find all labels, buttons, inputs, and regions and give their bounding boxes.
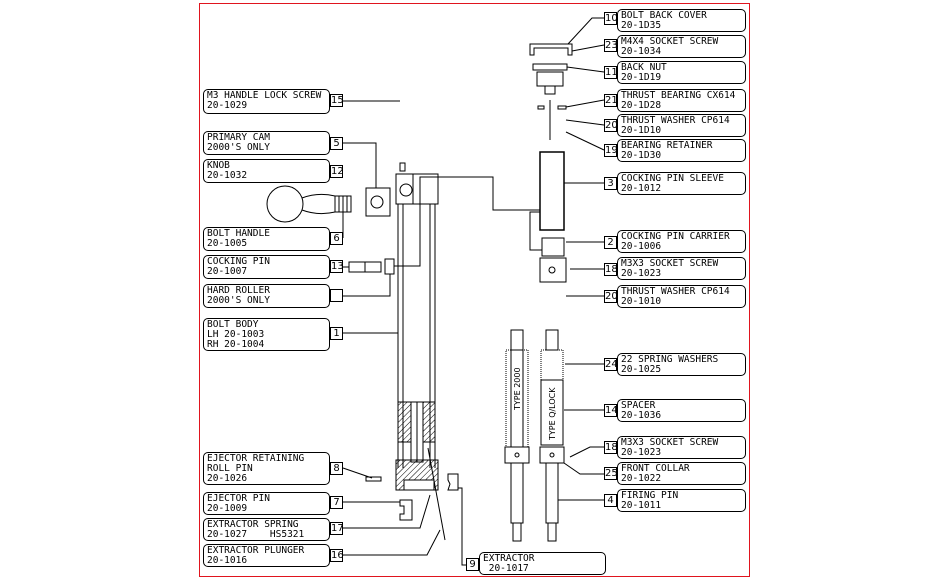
callout-24: 24 — [604, 358, 618, 371]
thrust-bearing-left — [537, 105, 545, 110]
callout-20b: 20 — [604, 290, 618, 303]
callout-11: 11 — [604, 66, 618, 79]
callout-18b: 18 — [604, 441, 618, 454]
callout-10: 10 — [604, 12, 618, 25]
bolt-handle — [266, 185, 352, 223]
thrust-bearing-right — [557, 105, 567, 110]
type-qlock-label: TYPE Q/LOCK — [548, 387, 557, 441]
callout-9: 9 — [466, 558, 479, 571]
drawing-frame — [199, 3, 750, 577]
callout-18: 18 — [604, 263, 618, 276]
type-2000-label: TYPE 2000 — [513, 367, 522, 411]
callout-12: 12 — [330, 165, 344, 178]
callout-14: 14 — [604, 404, 618, 417]
callout-1: 1 — [330, 327, 343, 340]
extractor — [447, 473, 459, 491]
callout-21: 21 — [604, 94, 618, 107]
callout-7: 7 — [330, 496, 343, 509]
callout-5: 5 — [330, 137, 343, 150]
callout-4: 4 — [604, 494, 617, 507]
callout-25: 25 — [604, 467, 618, 480]
callout-6: 6 — [330, 232, 343, 245]
callout-2: 2 — [604, 236, 617, 249]
firing-pin-type-qlock — [539, 329, 565, 542]
firing-pin-type-2000 — [504, 329, 530, 542]
ejector-pin — [399, 499, 413, 521]
roll-pin — [365, 476, 382, 482]
handle-lock-screw — [399, 162, 406, 172]
extractor-plunger — [427, 447, 446, 541]
leader-lines — [342, 17, 605, 566]
callout-3: 3 — [604, 177, 617, 190]
label-extractor: EXTRACTOR 20-1017 — [479, 552, 606, 575]
callout-hard-roller — [330, 289, 343, 302]
callout-20: 20 — [604, 119, 618, 132]
back-nut — [532, 63, 568, 95]
callout-17: 17 — [330, 522, 344, 535]
cocking-pin-carrier — [539, 237, 567, 283]
cocking-pin-sleeve — [539, 151, 565, 231]
bolt-back-cover — [529, 43, 573, 56]
bolt-body — [395, 173, 439, 491]
cocking-pin — [348, 258, 395, 275]
callout-23: 23 — [604, 39, 618, 52]
callout-8: 8 — [330, 462, 343, 475]
primary-cam — [365, 187, 391, 217]
callout-13: 13 — [330, 260, 344, 273]
callout-16: 16 — [330, 549, 344, 562]
callout-15: 15 — [330, 94, 344, 107]
callout-19: 19 — [604, 144, 618, 157]
